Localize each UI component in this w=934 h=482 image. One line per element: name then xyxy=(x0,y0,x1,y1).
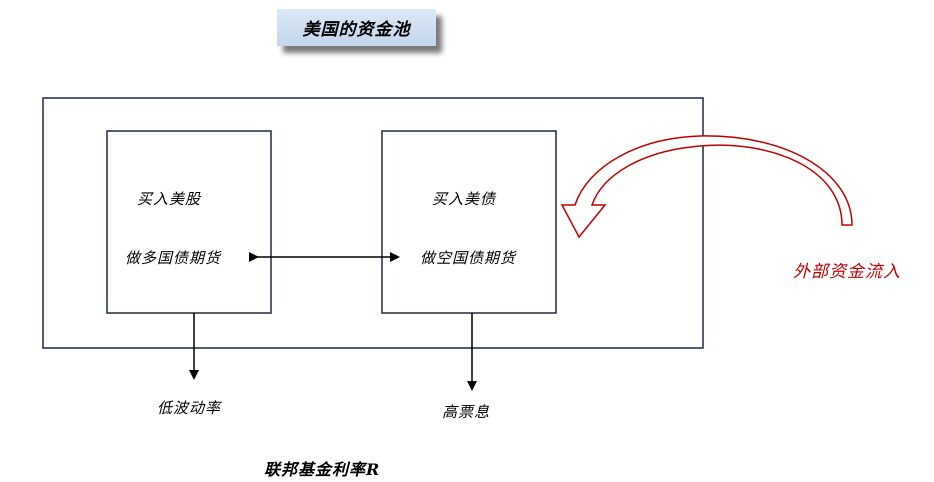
pool-frame xyxy=(42,97,704,349)
left-box-line1: 买入美股 xyxy=(137,190,202,208)
inflow-label: 外部资金流入 xyxy=(793,262,901,282)
left-box-line2: 做多国债期货 xyxy=(125,249,222,267)
inflow-arrow xyxy=(560,135,853,239)
right-box-line1: 买入美债 xyxy=(432,190,497,208)
page-title: 美国的资金池 xyxy=(277,9,436,46)
right-strategy-box xyxy=(381,130,557,314)
right-output-label: 高票息 xyxy=(442,403,491,421)
fed-funds-rate-label: 联邦基金利率R xyxy=(264,460,381,479)
left-output-label: 低波动率 xyxy=(157,399,222,417)
right-box-line2: 做空国债期货 xyxy=(420,249,517,267)
left-strategy-box xyxy=(106,130,272,314)
